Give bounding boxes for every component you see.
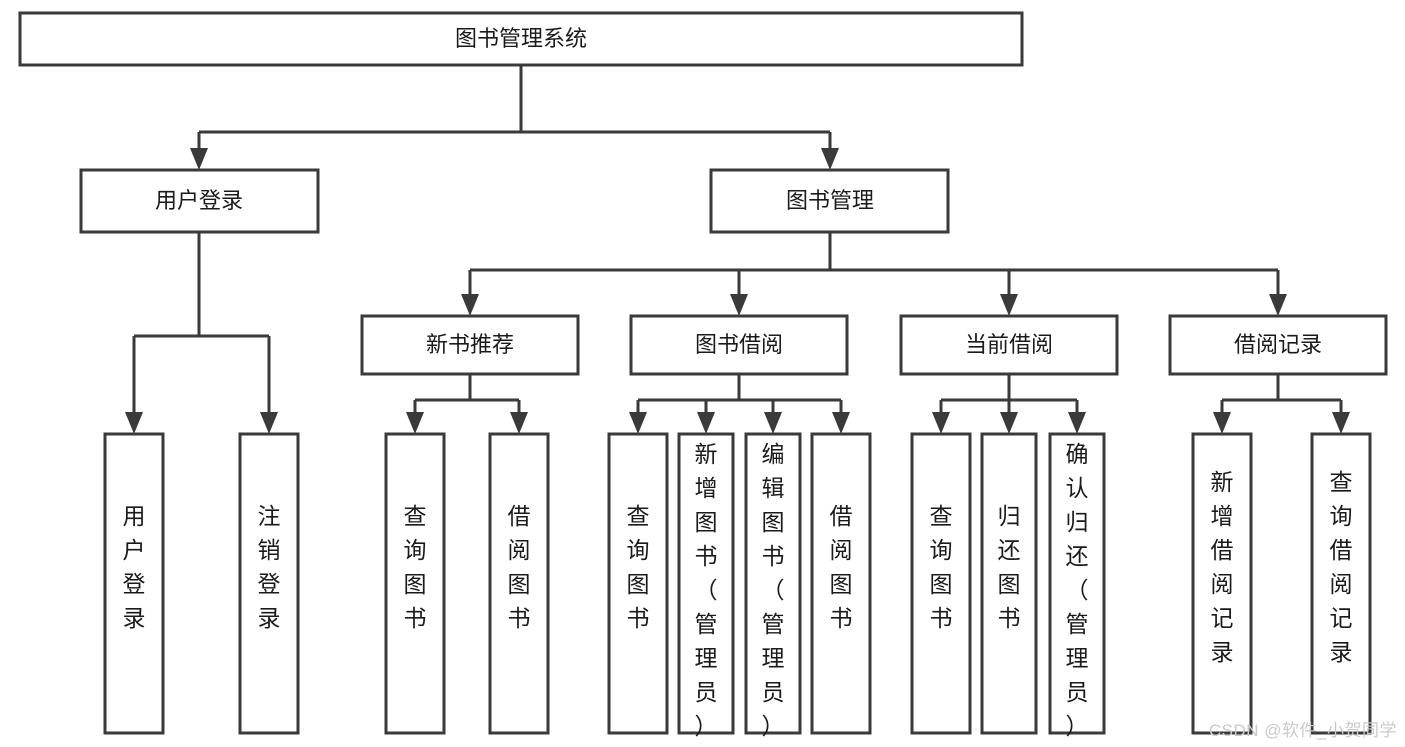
csdn-watermark: CSDN @软件_小贺同学 bbox=[1208, 721, 1397, 740]
leaf-newbook-borrow-box bbox=[488, 432, 550, 735]
arrow-newbook-leaf-1 bbox=[406, 412, 424, 434]
arrow-userlogin-leaf-1 bbox=[125, 412, 143, 434]
leaf-borrow-search[interactable]: 查询图书 bbox=[607, 432, 669, 735]
arrow-to-user-login bbox=[190, 148, 208, 170]
arrow-currentborrow-leaf-3 bbox=[1068, 412, 1086, 434]
leaf-record-search-label: 查询借阅记录 bbox=[1330, 469, 1353, 665]
leaf-newbook-search[interactable]: 查询图书 bbox=[384, 432, 446, 735]
arrow-currentborrow-leaf-1 bbox=[932, 412, 950, 434]
node-current-borrow-box bbox=[899, 314, 1119, 376]
leaf-logout[interactable]: 注销登录 bbox=[238, 432, 300, 735]
node-borrow-record-box bbox=[1168, 314, 1388, 376]
node-new-book-rec-box bbox=[360, 314, 580, 376]
leaf-current-search[interactable]: 查询图书 bbox=[910, 432, 972, 735]
node-book-manage[interactable]: 图书管理 bbox=[709, 168, 950, 234]
arrow-bookborrow-leaf-2 bbox=[697, 412, 715, 434]
leaf-current-confirm-box bbox=[1048, 432, 1106, 735]
arrow-bookborrow-leaf-4 bbox=[832, 412, 850, 434]
node-root-box bbox=[18, 11, 1024, 67]
arrow-newbook-leaf-2 bbox=[510, 412, 528, 434]
node-new-book-rec[interactable]: 新书推荐 bbox=[360, 314, 580, 376]
arrow-to-book-borrow bbox=[730, 294, 748, 316]
node-user-login-label: 用户登录 bbox=[155, 188, 243, 213]
arrow-borrowrecord-leaf-2 bbox=[1332, 412, 1350, 434]
leaf-borrow-add[interactable]: 新增图书（管理员） bbox=[677, 432, 735, 739]
node-book-borrow-box bbox=[629, 314, 849, 376]
leaf-borrow-search-box bbox=[607, 432, 669, 735]
node-root-label: 图书管理系统 bbox=[455, 26, 587, 51]
leaf-borrow-do[interactable]: 借阅图书 bbox=[810, 432, 872, 735]
leaf-record-add-label: 新增借阅记录 bbox=[1211, 469, 1234, 665]
node-new-book-rec-label: 新书推荐 bbox=[426, 332, 514, 357]
leaf-borrow-do-box bbox=[810, 432, 872, 735]
node-book-borrow-label: 图书借阅 bbox=[695, 332, 783, 357]
arrow-to-book-manage bbox=[821, 148, 839, 170]
leaf-borrow-do-label: 借阅图书 bbox=[830, 503, 853, 631]
leaf-current-search-label: 查询图书 bbox=[930, 503, 953, 631]
node-borrow-record[interactable]: 借阅记录 bbox=[1168, 314, 1388, 376]
leaf-current-confirm-label: 确认归还（管理员） bbox=[1066, 441, 1089, 739]
leaf-borrow-edit-label: 编辑图书（管理员） bbox=[762, 441, 785, 739]
leaf-current-return-box bbox=[980, 432, 1038, 735]
node-borrow-record-label: 借阅记录 bbox=[1234, 332, 1322, 357]
arrow-to-current-borrow bbox=[1000, 294, 1018, 316]
node-user-login-box bbox=[79, 168, 320, 234]
leaf-record-search[interactable]: 查询借阅记录 bbox=[1310, 432, 1372, 735]
leaf-current-search-box bbox=[910, 432, 972, 735]
leaf-logout-box bbox=[238, 432, 300, 735]
node-book-manage-box bbox=[709, 168, 950, 234]
node-root-system[interactable]: 图书管理系统 bbox=[18, 11, 1024, 67]
arrow-to-borrow-record bbox=[1269, 294, 1287, 316]
arrow-borrowrecord-leaf-1 bbox=[1213, 412, 1231, 434]
leaf-newbook-search-label: 查询图书 bbox=[404, 503, 427, 631]
arrow-to-new-book-rec bbox=[461, 294, 479, 316]
arrow-userlogin-leaf-2 bbox=[260, 412, 278, 434]
arrow-bookborrow-leaf-3 bbox=[764, 412, 782, 434]
leaf-user-login-label: 用户登录 bbox=[123, 503, 146, 631]
leaf-current-confirm[interactable]: 确认归还（管理员） bbox=[1048, 432, 1106, 739]
leaf-current-return[interactable]: 归还图书 bbox=[980, 432, 1038, 735]
leaf-record-add-box bbox=[1191, 432, 1253, 735]
connector-layer bbox=[125, 65, 1350, 434]
leaf-user-login[interactable]: 用户登录 bbox=[103, 432, 165, 735]
node-user-login[interactable]: 用户登录 bbox=[79, 168, 320, 234]
leaf-borrow-add-box bbox=[677, 432, 735, 735]
leaf-borrow-edit[interactable]: 编辑图书（管理员） bbox=[744, 432, 802, 739]
leaf-logout-label: 注销登录 bbox=[258, 503, 281, 631]
leaf-borrow-search-label: 查询图书 bbox=[627, 503, 650, 631]
leaf-current-return-label: 归还图书 bbox=[998, 503, 1021, 631]
node-book-borrow[interactable]: 图书借阅 bbox=[629, 314, 849, 376]
leaf-user-login-box bbox=[103, 432, 165, 735]
leaf-newbook-borrow[interactable]: 借阅图书 bbox=[488, 432, 550, 735]
node-current-borrow[interactable]: 当前借阅 bbox=[899, 314, 1119, 376]
leaf-borrow-edit-box bbox=[744, 432, 802, 735]
leaf-record-add[interactable]: 新增借阅记录 bbox=[1191, 432, 1253, 735]
leaf-newbook-borrow-label: 借阅图书 bbox=[508, 503, 531, 631]
leaf-newbook-search-box bbox=[384, 432, 446, 735]
leaf-record-search-box bbox=[1310, 432, 1372, 735]
arrow-currentborrow-leaf-2 bbox=[1000, 412, 1018, 434]
node-current-borrow-label: 当前借阅 bbox=[965, 332, 1053, 357]
arrow-bookborrow-leaf-1 bbox=[629, 412, 647, 434]
leaf-borrow-add-label: 新增图书（管理员） bbox=[695, 441, 718, 739]
node-book-manage-label: 图书管理 bbox=[786, 188, 874, 213]
